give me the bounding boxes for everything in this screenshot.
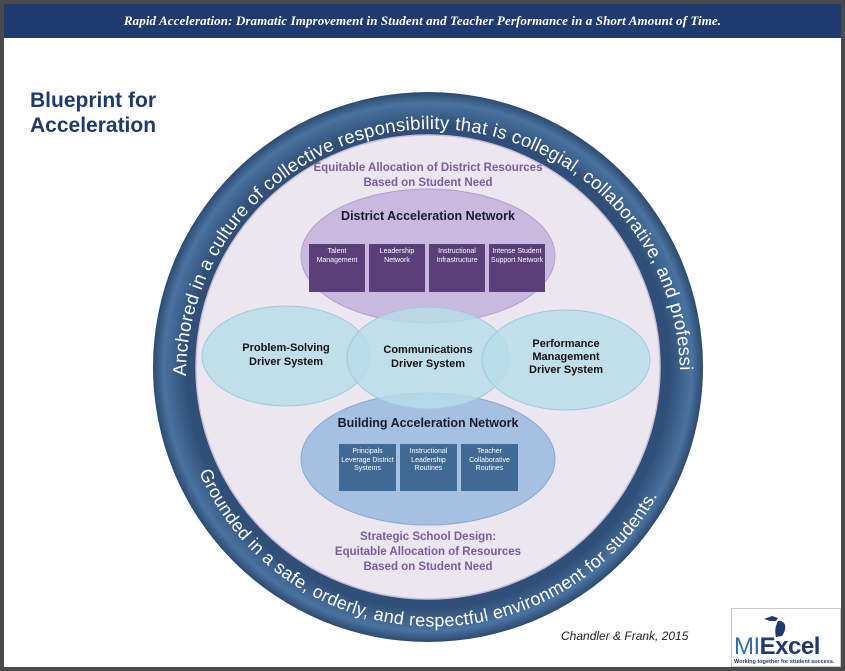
problem-solving-line-1: Problem-Solving: [242, 342, 329, 354]
performance-line-3: Driver System: [529, 364, 603, 376]
credit-text: Chandler & Frank, 2015: [561, 629, 689, 643]
title-line-1: Blueprint for: [30, 89, 156, 112]
district-resources-line-1: Equitable Allocation of District Resourc…: [314, 162, 543, 174]
district-boxes: Talent Management Leadership Network Ins…: [309, 244, 545, 292]
michigan-map-icon: [764, 616, 786, 637]
building-boxes: Principals Leverage District Systems Ins…: [339, 444, 518, 491]
performance-line-2: Management: [532, 351, 600, 363]
communications-line-2: Driver System: [391, 358, 465, 370]
building-network-title: Building Acceleration Network: [338, 416, 519, 430]
district-box: Intense Student Support Network: [489, 244, 545, 292]
slide: Rapid Acceleration: Dramatic Improvement…: [4, 4, 841, 667]
communications-line-1: Communications: [383, 344, 472, 356]
district-box: Instructional Infrastructure: [429, 244, 485, 292]
school-design-line-2: Equitable Allocation of Resources: [335, 546, 521, 558]
district-resources-line-2: Based on Student Need: [363, 177, 492, 189]
logo-word: MIExcel: [734, 633, 820, 660]
page-title: Blueprint for Acceleration: [30, 88, 210, 138]
building-box: Instructional Leadership Routines: [400, 444, 457, 491]
school-design-line-3: Based on Student Need: [363, 561, 492, 573]
performance-line-1: Performance: [532, 338, 599, 350]
blueprint-diagram: Anchored in a culture of collective resp…: [4, 4, 703, 642]
banner: Rapid Acceleration: Dramatic Improvement…: [4, 4, 841, 38]
title-line-2: Acceleration: [30, 114, 157, 137]
logo-tagline: Working together for student success.: [734, 659, 835, 665]
school-design-line-1: Strategic School Design:: [360, 531, 496, 543]
district-box: Talent Management: [309, 244, 365, 292]
performance-ellipse: [481, 309, 651, 411]
problem-solving-line-2: Driver System: [249, 356, 323, 368]
miexcel-logo: MIExcel Working together for student suc…: [731, 608, 841, 667]
building-box: Teacher Collaborative Routines: [461, 444, 518, 491]
district-box: Leadership Network: [369, 244, 425, 292]
building-box: Principals Leverage District Systems: [339, 444, 396, 491]
district-network-title: District Acceleration Network: [341, 209, 515, 223]
